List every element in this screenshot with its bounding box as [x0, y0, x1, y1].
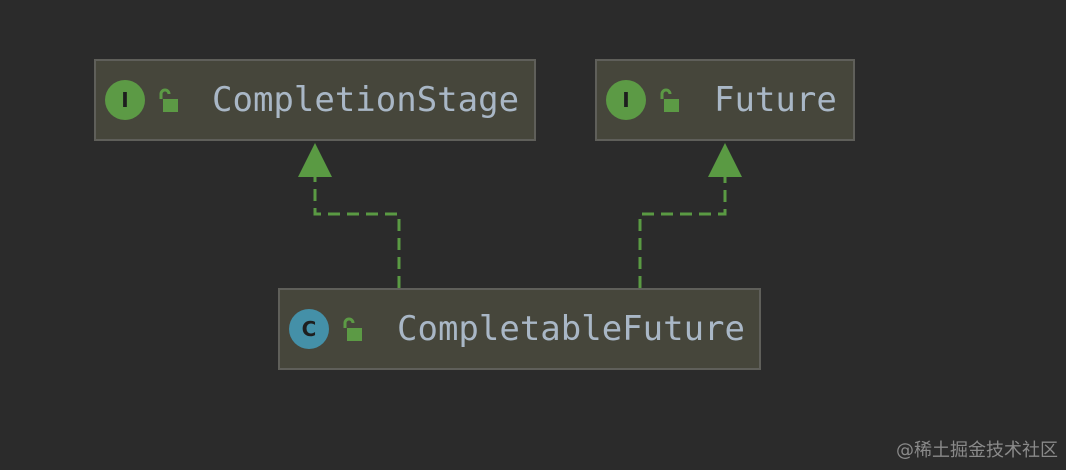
- interface-icon: I: [105, 80, 145, 120]
- watermark: @稀土掘金技术社区: [896, 440, 1058, 461]
- node-completablefuture[interactable]: C CompletableFuture: [278, 288, 761, 370]
- node-completionstage[interactable]: I CompletionStage: [94, 59, 536, 141]
- node-title: CompletionStage: [212, 80, 520, 120]
- node-future[interactable]: I Future: [595, 59, 855, 141]
- interface-icon: I: [606, 80, 646, 120]
- unlocked-public-icon: [660, 88, 679, 112]
- node-title: CompletableFuture: [397, 309, 745, 349]
- class-icon: C: [289, 309, 329, 349]
- edge-completablefuture-to-completionstage: [313, 176, 401, 288]
- unlocked-public-icon: [159, 88, 178, 112]
- arrowhead-completionstage: [298, 143, 332, 177]
- arrowhead-future: [708, 143, 742, 177]
- node-title: Future: [714, 80, 837, 120]
- edge-completablefuture-to-future: [638, 176, 727, 288]
- unlocked-public-icon: [343, 317, 362, 341]
